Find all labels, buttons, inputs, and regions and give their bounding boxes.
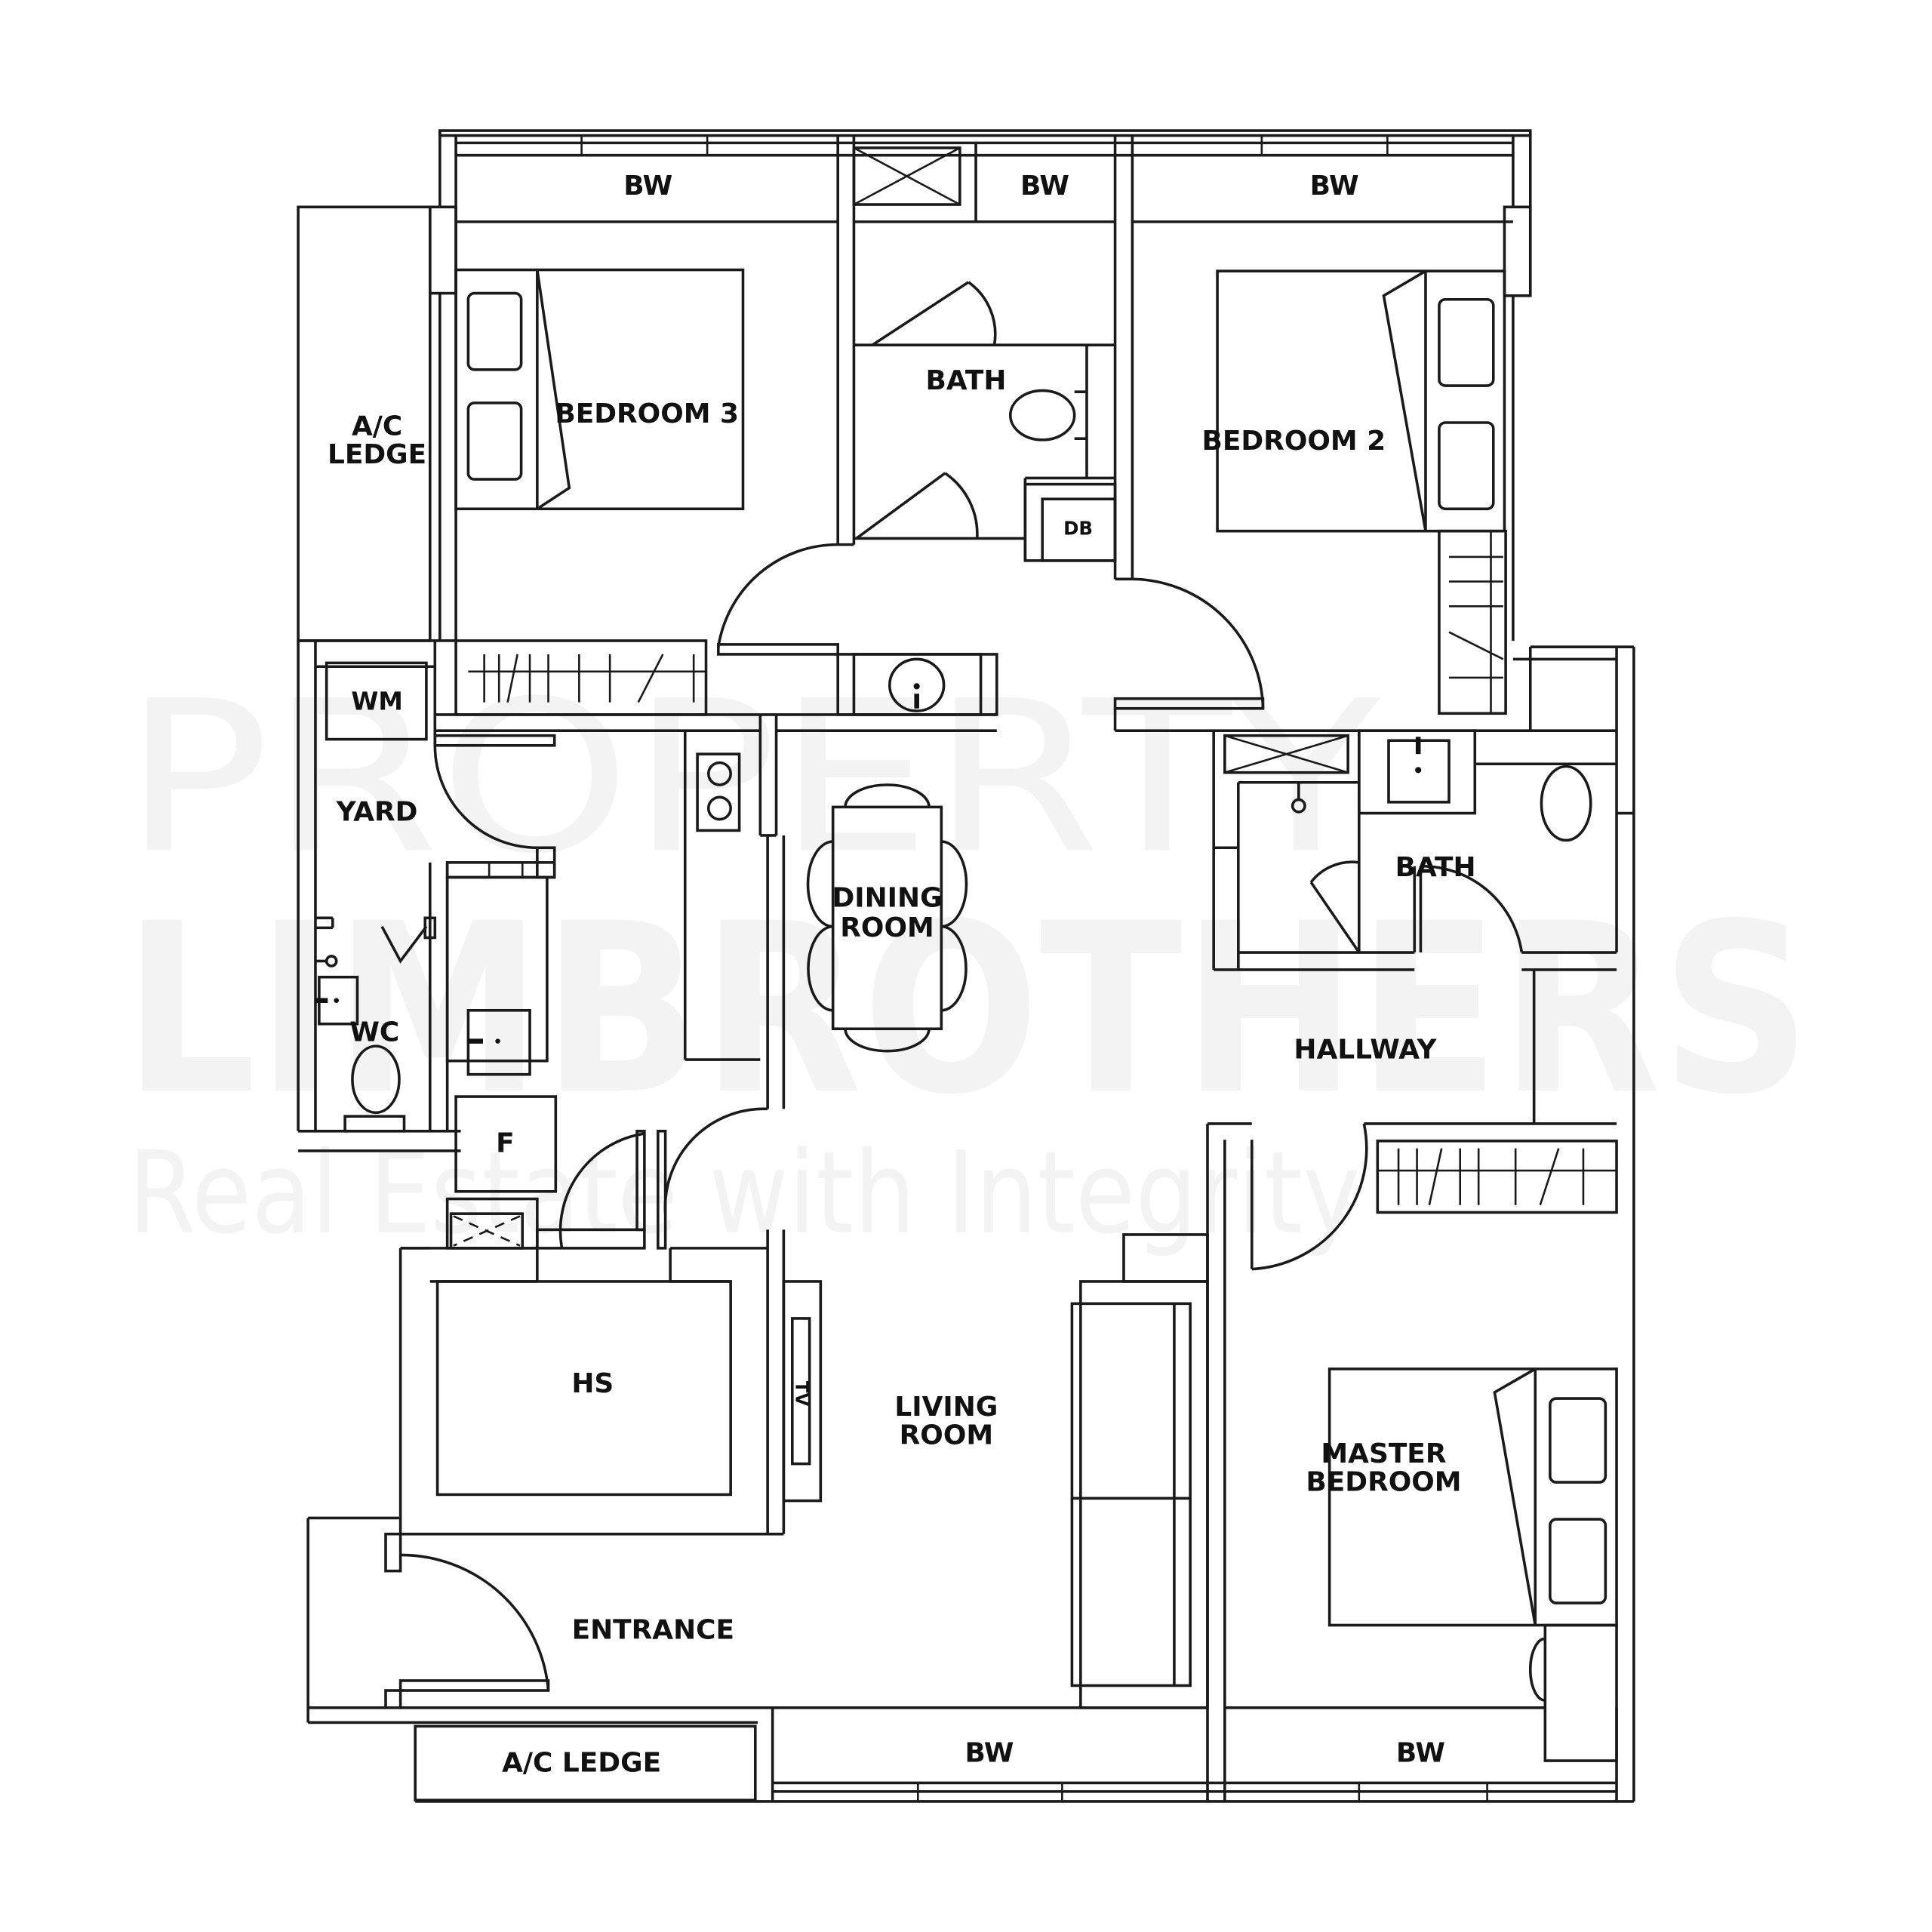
- chair-icon: [844, 783, 931, 808]
- walls-top: [429, 131, 1532, 641]
- basin-icon: [888, 657, 946, 712]
- label-bedroom-2: BEDROOM 2: [1201, 426, 1386, 457]
- label-master-2: BEDROOM: [1306, 1467, 1461, 1498]
- room-labels: BW BW BW BEDROOM 3 BATH DB BEDROOM 2 A/C…: [328, 171, 1476, 1779]
- db-box: [1041, 497, 1117, 562]
- watermark-line-3: Real Estate with Integrity: [128, 1128, 1361, 1260]
- label-living-1: LIVING: [894, 1392, 998, 1423]
- hob: [696, 752, 741, 832]
- bedroom-2: [1113, 269, 1617, 732]
- burner-icon: [706, 761, 732, 786]
- dining-room: [806, 783, 968, 1053]
- watermark-line-2: LIMBROTHERS: [123, 874, 1811, 1146]
- bedroom-3-door-wardrobe: [435, 543, 998, 732]
- tv-console: [782, 1280, 823, 1503]
- label-ac-ledge-side-2: LEDGE: [328, 439, 426, 470]
- pillow-icon: [1438, 421, 1495, 511]
- wardrobe: [1376, 1140, 1618, 1214]
- label-ac-ledge-bottom: A/C LEDGE: [502, 1748, 661, 1779]
- label-tv: TV: [792, 1381, 811, 1407]
- bed-3: [454, 268, 745, 511]
- bed-2: [1216, 269, 1506, 533]
- toilet-icon: [1540, 764, 1592, 842]
- label-bw-bottom-mid: BW: [965, 1738, 1014, 1769]
- washing-machine: [325, 661, 428, 741]
- toilet-icon: [1008, 389, 1076, 441]
- bedroom-3: [454, 268, 745, 511]
- sofa: [1070, 1233, 1209, 1709]
- chair-icon: [941, 924, 968, 1012]
- chair-icon: [844, 1029, 931, 1053]
- label-wm: WM: [351, 687, 403, 715]
- master-bath: [1212, 645, 1635, 1801]
- label-ac-ledge-side-1: A/C: [352, 411, 402, 441]
- label-hs: HS: [571, 1368, 614, 1399]
- pillow-icon: [1549, 1518, 1607, 1604]
- label-master-bath: BATH: [1395, 852, 1476, 883]
- top-window-strip: [438, 129, 1532, 223]
- kitchen: [445, 714, 786, 1250]
- label-bw-top-left: BW: [623, 171, 672, 202]
- pillow-icon: [1549, 1397, 1607, 1484]
- yard-service: [297, 640, 556, 1152]
- chair-icon: [806, 840, 833, 928]
- pillow-icon: [1438, 297, 1495, 387]
- label-bw-bottom-right: BW: [1396, 1738, 1445, 1769]
- household-shelter: [398, 1129, 823, 1536]
- burner-icon: [706, 795, 732, 821]
- label-dining-1: DINING: [832, 883, 942, 914]
- entrance: [306, 1516, 1208, 1724]
- label-db: DB: [1063, 518, 1093, 540]
- label-common-bath: BATH: [926, 365, 1007, 396]
- master-bed: [1327, 1367, 1618, 1627]
- label-bw-top-mid: BW: [1020, 171, 1069, 202]
- pillow-icon: [466, 291, 523, 371]
- label-f: F: [496, 1128, 515, 1159]
- label-hallway: HALLWAY: [1294, 1034, 1437, 1065]
- label-bw-top-right: BW: [1310, 171, 1359, 202]
- sofa-body: [1070, 1302, 1192, 1687]
- label-entrance: ENTRANCE: [572, 1614, 734, 1645]
- label-bedroom-3: BEDROOM 3: [555, 398, 739, 429]
- dining-table: [831, 805, 943, 1031]
- label-living-2: ROOM: [900, 1420, 993, 1451]
- watermark-line-1: PROPERTY: [123, 657, 1383, 900]
- common-bath: [854, 281, 1117, 562]
- label-wc: WC: [349, 1017, 399, 1048]
- chair-icon: [807, 924, 833, 1012]
- tv-icon: [791, 1317, 811, 1466]
- label-master-1: MASTER: [1321, 1438, 1446, 1469]
- chair-icon: [941, 840, 968, 928]
- master-bedroom: [1206, 1122, 1618, 1801]
- fridge: [454, 1095, 558, 1193]
- toilet-icon: [351, 1044, 401, 1115]
- label-yard: YARD: [336, 796, 418, 827]
- label-dining-2: ROOM: [840, 912, 934, 943]
- bottom-window-strip: [414, 1707, 1634, 1803]
- shower-box: [1223, 734, 1349, 774]
- ac-ledge-side: [297, 205, 457, 642]
- hs-room: [435, 1280, 732, 1497]
- watermark: PROPERTY LIMBROTHERS Real Estate with In…: [123, 657, 1811, 1260]
- wardrobe: [1438, 529, 1507, 715]
- pillow-icon: [466, 401, 523, 481]
